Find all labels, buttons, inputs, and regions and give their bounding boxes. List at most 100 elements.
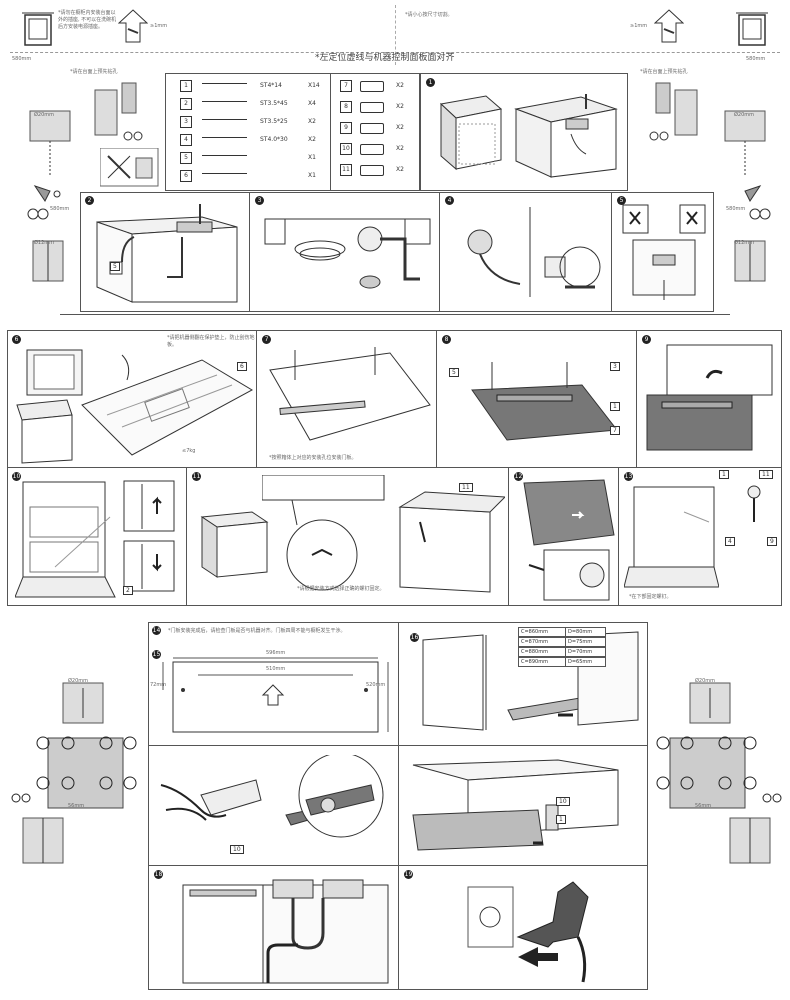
- dim-width2: 510mm: [266, 666, 286, 672]
- part-row: 5 X1: [180, 152, 330, 165]
- step-number: 5: [617, 196, 626, 205]
- right-dim-1: Ø20mm: [734, 112, 755, 118]
- step13-panel: 13 1 11 4 9 *在下部固定螺钉。: [619, 467, 782, 606]
- part-index: 5: [180, 152, 192, 164]
- side-detail-lower: [123, 540, 175, 592]
- left-dim-a: Ø20mm: [68, 678, 89, 684]
- dim-left: 580mm: [12, 56, 32, 62]
- label-box: 1: [556, 815, 566, 824]
- bracket-left-lower: [27, 208, 64, 282]
- plinth-c: C=890mm: [521, 659, 548, 665]
- step11-panel: 11 *请根据安装方式选择正确的螺钉固定。 11: [187, 467, 509, 606]
- part-qty: X2: [308, 118, 316, 125]
- part-qty: X1: [308, 154, 316, 161]
- part-qty: X2: [396, 145, 404, 152]
- dim-height1: 72mm: [150, 682, 167, 688]
- top-note-center: *请小心按尺寸切割。: [405, 12, 453, 18]
- top-note-left: *请勿在橱柜内安装台面以外的插座, 不可以在洗碗机后方安装电源插座。: [58, 10, 117, 30]
- left-dim-b: 56mm: [68, 803, 85, 809]
- final-mount-illustration: [624, 486, 719, 588]
- label-box: 9: [767, 537, 777, 546]
- bracket-left-illustration: [29, 110, 71, 202]
- label-box: 1: [610, 402, 620, 411]
- step11-note: *请根据安装方式选择正确的螺钉固定。: [297, 586, 385, 592]
- dishwasher-closed-illustration: [200, 511, 269, 578]
- arrow-up-left-icon: [118, 9, 148, 43]
- bracket-right-illustration: [724, 110, 766, 202]
- cabinet-left-icon: [22, 12, 54, 46]
- section1-left-details: *请在台面上预先钻孔 Ø20mm Ø12mm 580mm: [10, 66, 160, 296]
- step-number: 2: [85, 196, 94, 205]
- side-panel-left-illustration: [94, 82, 143, 141]
- leg-adjust-left-illustration: [11, 682, 137, 864]
- step18b-panel: 18: [148, 865, 398, 990]
- step-number: 3: [255, 196, 264, 205]
- dishwasher-iso-illustration: [439, 95, 503, 171]
- drain-hose-illustration: [182, 879, 389, 984]
- step-number: 18: [154, 870, 163, 879]
- step6-note: *请把机器侧翻在保护垫上，防止刮伤地板。: [167, 335, 255, 348]
- arrow-left-label: ≥1mm: [150, 23, 168, 29]
- part-code: ST4*14: [260, 82, 282, 89]
- door-attach-illustration: [646, 344, 773, 451]
- section1-bottom-line: [60, 314, 730, 315]
- side-panel-right-illustration: [649, 82, 698, 141]
- step9-panel: 9: [637, 330, 782, 467]
- step-number: 6: [12, 335, 21, 344]
- step2-panel: 2 5: [80, 192, 250, 312]
- dim-right: 580mm: [746, 56, 766, 62]
- step17-panel: 10: [148, 745, 398, 865]
- page-title: *左定位虚线与机器控制面板面对齐: [315, 53, 455, 63]
- part-qty: X2: [396, 82, 404, 89]
- bracket-icon: [360, 81, 384, 92]
- section2-frame: [7, 330, 782, 606]
- arrow-right-label: ≥1mm: [630, 23, 648, 29]
- level-check-illustration: [622, 204, 706, 300]
- part-qty: X2: [308, 136, 316, 143]
- step-number: 11: [192, 472, 201, 481]
- section3-right-details: Ø20mm 56mm: [650, 678, 785, 868]
- plinth-d: D=80mm: [565, 628, 592, 637]
- step-number: 15: [152, 650, 161, 659]
- part-index: 11: [340, 164, 352, 176]
- step14-15-panel: 14 *门板安装完成后，请检查门板是否与机器对齐。门板四周不能与橱柜发生干涉。 …: [148, 622, 398, 745]
- screw-icon: [202, 83, 247, 88]
- label-box: 2: [123, 586, 133, 595]
- door-mount-illustration: [471, 362, 618, 441]
- right-dim-3: 580mm: [726, 206, 746, 212]
- parts-table-divider: [330, 73, 331, 191]
- step18-panel: 10 1: [398, 745, 648, 865]
- arrow-up-right-icon: [654, 9, 684, 43]
- label-box: 1: [719, 470, 729, 479]
- plinth-d: D=75mm: [565, 638, 592, 647]
- laying-dishwasher-illustration: [16, 349, 254, 464]
- part-qty: X14: [308, 82, 320, 89]
- step3-panel: 3: [250, 192, 440, 312]
- parts-table: [165, 73, 420, 191]
- right-dim-2: Ø12mm: [734, 240, 755, 246]
- bracket-icon: [360, 123, 384, 134]
- door-panel-illustration: [269, 347, 431, 441]
- step7-note: *按照箱体上对应的安装孔位安装门板。: [269, 455, 357, 461]
- steps2-5-row: [80, 192, 714, 312]
- step10-panel: 10 2: [7, 467, 187, 606]
- step19-panel: 19: [398, 865, 648, 990]
- part-row: 10 X2: [340, 143, 420, 156]
- label-box: 5: [449, 368, 459, 377]
- leg-adjust-right-illustration: [656, 682, 782, 864]
- left-note-1: *请在台面上预先钻孔: [70, 69, 118, 75]
- label-box: 10: [230, 845, 244, 854]
- step-number: 4: [445, 196, 454, 205]
- step8-panel: 8 5 3 1 7: [437, 330, 637, 467]
- section3-hline2: [148, 865, 648, 866]
- part-qty: X1: [308, 172, 316, 179]
- section3-hline1: [148, 745, 648, 746]
- screw-icon: [202, 155, 247, 160]
- part-index: 10: [340, 143, 352, 155]
